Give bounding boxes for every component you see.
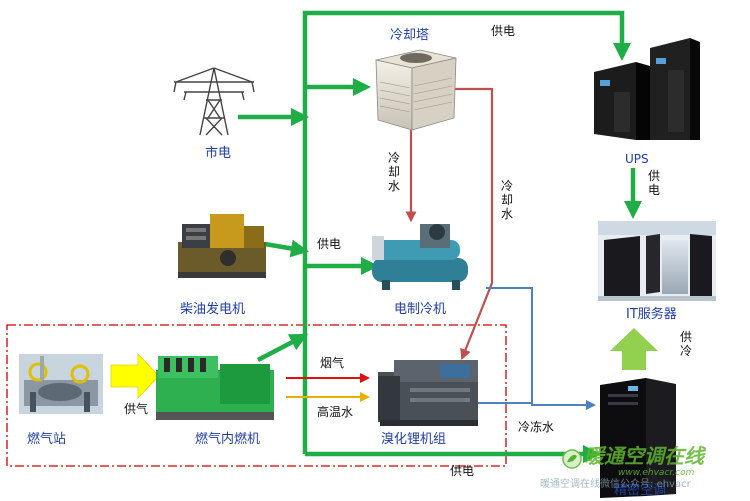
cchp-boundary [6, 324, 507, 467]
watermark-brand: 暖通空调在线 [584, 444, 704, 468]
edge-label-flue-gas: 烟气 [320, 356, 345, 370]
edge-label-supply-power-ups: 供 电 [647, 169, 661, 198]
gas-station-icon [19, 354, 103, 414]
chilled-water-lines [478, 287, 596, 410]
node-label-precision-ac: 精密空调 [614, 483, 667, 498]
edge-label-supply-power-diesel: 供电 [317, 237, 342, 251]
watermark-tagline: 暖通空调在线微信公众号: ehvacr [540, 479, 691, 490]
node-label-ups: UPS [625, 152, 649, 166]
edge-label-hot-water: 高温水 [317, 405, 354, 419]
precision-ac-icon [600, 378, 676, 498]
cooling-water-lines [405, 87, 494, 361]
it-servers-icon [598, 221, 716, 301]
node-label-diesel-generator: 柴油发电机 [180, 302, 246, 317]
edge-label-supply-cooling: 供 冷 [679, 330, 693, 359]
ups-icon [594, 38, 700, 140]
power-pylon-icon [173, 67, 255, 136]
edge-label-supply-power-bottom: 供电 [450, 464, 475, 478]
leaf-logo-icon [562, 449, 582, 469]
supply-cooling-char: 冷 [679, 343, 692, 358]
node-label-gas-station: 燃气站 [27, 432, 67, 447]
edge-label-supply-gas: 供气 [124, 402, 149, 416]
cooling-water-b-char: 水 [500, 206, 513, 221]
diesel-generator-icon [178, 214, 266, 278]
supply-power-ups-char: 电 [647, 182, 660, 197]
chiller-chilled-water [486, 287, 596, 410]
node-label-gas-engine: 燃气内燃机 [195, 432, 261, 447]
libr-unit-icon [378, 360, 478, 426]
cooling-water-b-char: 却 [500, 192, 513, 207]
edge-label-cooling-water-a: 冷 却 水 [387, 151, 401, 193]
watermark-logo: 暖通空调在线 www.ehvacr.com 暖通空调在线微信公众号: ehvac… [540, 443, 742, 501]
node-label-cooling-tower: 冷却塔 [390, 28, 430, 43]
edge-label-chilled-water: 冷冻水 [518, 420, 555, 434]
electric-chiller-icon [372, 224, 468, 290]
edge-label-supply-power-top: 供电 [491, 24, 516, 38]
power-bus [238, 10, 642, 463]
cooling-water-a-char: 水 [387, 178, 400, 193]
node-label-electric-chiller: 电制冷机 [394, 302, 447, 317]
node-label-city-power: 市电 [205, 146, 232, 161]
bus-trunk [302, 10, 631, 454]
supply-power-ups-char: 供 [647, 169, 660, 183]
cooling-water-a-char: 冷 [387, 151, 400, 165]
supply-cooling-char: 供 [679, 330, 692, 344]
cooling-tower-icon [375, 49, 457, 131]
diesel-link [264, 239, 309, 258]
watermark-url: www.ehvacr.com [618, 468, 695, 478]
node-label-it-servers: IT服务器 [626, 307, 677, 322]
cooling-water-a-char: 却 [387, 164, 400, 179]
edge-label-cooling-water-b: 冷 却 水 [500, 179, 514, 221]
gas-engine-icon [156, 356, 274, 420]
cooling-supply-arrow [610, 328, 658, 370]
tower-to-libr-water [452, 87, 494, 361]
cooling-water-b-char: 冷 [500, 179, 513, 193]
node-label-libr-unit: 溴化锂机组 [381, 432, 447, 447]
gas-supply-arrow [110, 353, 160, 399]
gas-engine-link [256, 333, 308, 362]
